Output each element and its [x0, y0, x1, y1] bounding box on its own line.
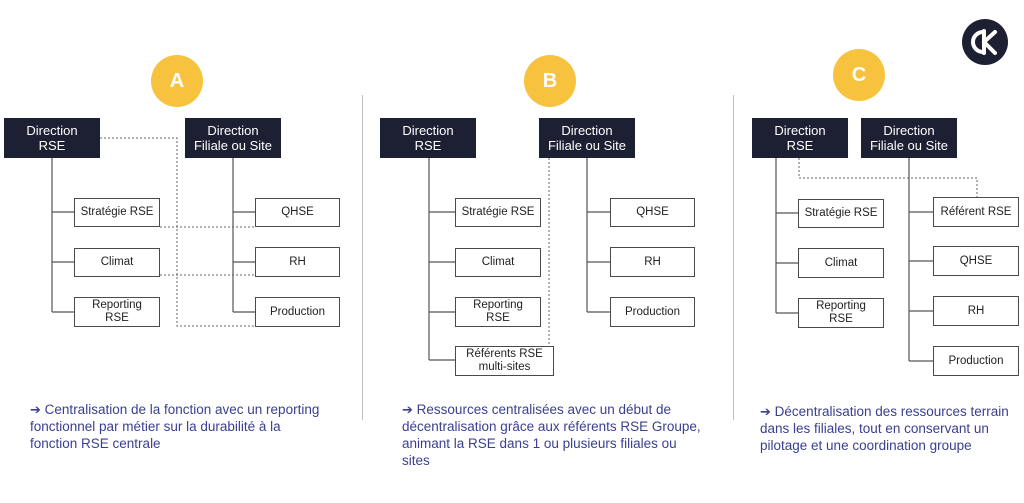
- box-climat: Climat: [74, 248, 160, 277]
- caption-text: Centralisation de la fonction avec un re…: [30, 402, 320, 451]
- arrow-icon: ➔: [760, 404, 771, 419]
- box-qhse: QHSE: [610, 198, 695, 227]
- box-rh: RH: [933, 296, 1019, 326]
- divider-ab: [362, 95, 363, 420]
- caption-a: ➔ Centralisation de la fonction avec un …: [30, 401, 320, 452]
- caption-text: Ressources centralisées avec un début de…: [402, 402, 701, 468]
- direction-filiale-box: Direction Filiale ou Site: [539, 118, 635, 158]
- box-strategie-rse: Stratégie RSE: [798, 199, 884, 228]
- arrow-icon: ➔: [30, 402, 41, 417]
- box-production: Production: [933, 346, 1019, 376]
- box-climat: Climat: [798, 248, 884, 278]
- box-referent-rse: Référent RSE: [933, 197, 1019, 227]
- arrow-icon: ➔: [402, 402, 413, 417]
- direction-rse-box: Direction RSE: [4, 118, 100, 158]
- badge-a: A: [151, 55, 203, 107]
- caption-text: Décentralisation des ressources terrain …: [760, 404, 1009, 453]
- box-reporting-rse: Reporting RSE: [455, 297, 541, 327]
- badge-b: B: [524, 55, 576, 107]
- box-referents-multi-sites: Référents RSE multi-sites: [455, 346, 554, 376]
- box-production: Production: [610, 297, 695, 327]
- direction-filiale-box: Direction Filiale ou Site: [861, 118, 957, 158]
- box-strategie-rse: Stratégie RSE: [455, 198, 541, 227]
- caption-c: ➔ Décentralisation des ressources terrai…: [760, 403, 1010, 454]
- direction-rse-box: Direction RSE: [380, 118, 476, 158]
- box-qhse: QHSE: [255, 198, 340, 227]
- box-rh: RH: [255, 247, 340, 277]
- box-strategie-rse: Stratégie RSE: [74, 198, 160, 227]
- box-production: Production: [255, 297, 340, 327]
- box-reporting-rse: Reporting RSE: [74, 297, 160, 327]
- box-rh: RH: [610, 247, 695, 277]
- divider-bc: [733, 95, 734, 420]
- direction-filiale-box: Direction Filiale ou Site: [185, 118, 281, 158]
- direction-rse-box: Direction RSE: [752, 118, 848, 158]
- caption-b: ➔ Ressources centralisées avec un début …: [402, 401, 702, 469]
- box-reporting-rse: Reporting RSE: [798, 298, 884, 328]
- box-climat: Climat: [455, 248, 541, 277]
- badge-c: C: [833, 49, 885, 101]
- ck-logo: [962, 19, 1008, 65]
- box-qhse: QHSE: [933, 246, 1019, 276]
